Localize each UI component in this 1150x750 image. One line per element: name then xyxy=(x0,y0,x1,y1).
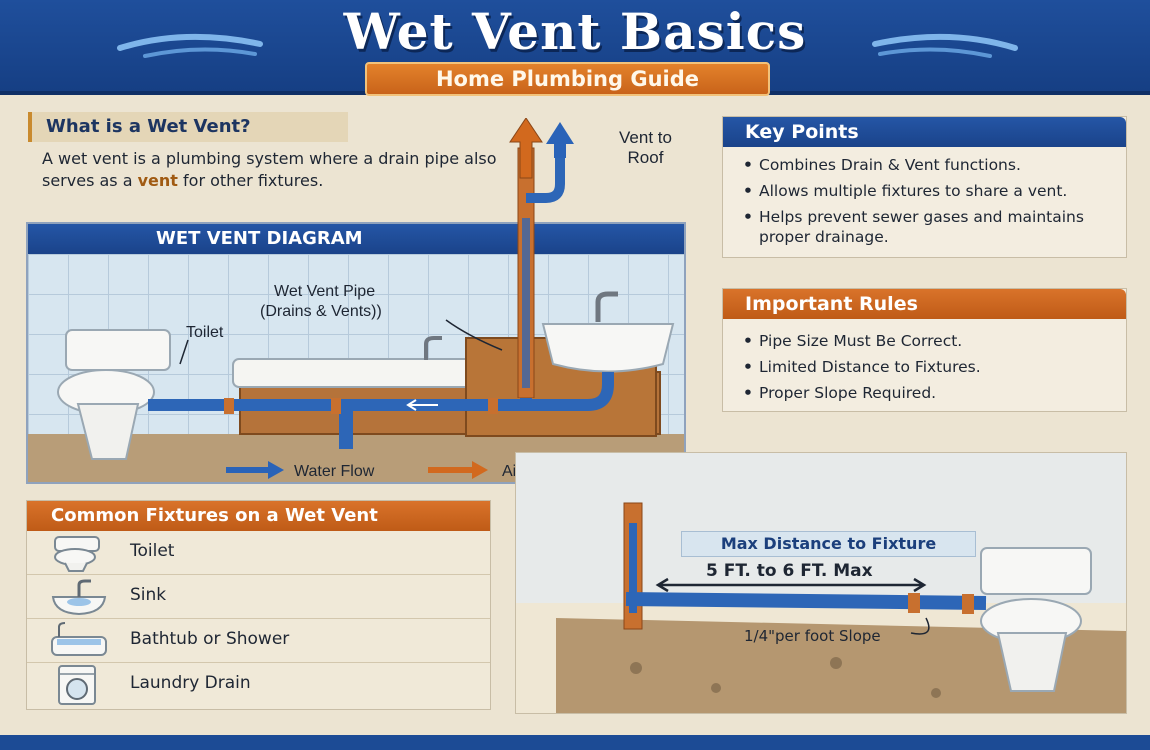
intro-heading: What is a Wet Vent? xyxy=(28,112,348,142)
important-rules-card: Important Rules Pipe Size Must Be Correc… xyxy=(722,288,1127,412)
distance-range: 5 FT. to 6 FT. Max xyxy=(706,561,873,581)
vertical-vent-inner xyxy=(629,523,637,613)
intro-text-after: for other fixtures. xyxy=(177,171,324,190)
fixture-label: Toilet xyxy=(130,541,175,561)
distance-label: Max Distance to Fixture xyxy=(681,531,976,557)
distance-diagram xyxy=(516,453,1126,713)
rule-item: Pipe Size Must Be Correct. xyxy=(739,331,1110,351)
key-points-heading: Key Points xyxy=(723,117,1126,147)
fixture-label: Sink xyxy=(130,585,167,605)
pipe-fitting xyxy=(908,593,920,613)
pipe-fitting xyxy=(224,398,234,414)
air-flow-up-arrow xyxy=(509,118,543,179)
list-item: Laundry Drain xyxy=(27,663,490,707)
sink-icon xyxy=(51,579,107,616)
list-item: Sink xyxy=(27,575,490,619)
vent-to-roof-label: Vent to Roof xyxy=(598,128,693,168)
washing-machine-icon xyxy=(58,665,96,705)
key-point-item: Allows multiple fixtures to share a vent… xyxy=(739,181,1110,201)
toilet-label: Toilet xyxy=(186,324,224,341)
toilet-icon xyxy=(54,536,100,572)
distance-panel: Max Distance to Fixture 5 FT. to 6 FT. M… xyxy=(515,452,1127,714)
slope-label: 1/4"per foot Slope xyxy=(744,627,881,645)
sink-faucet xyxy=(595,291,618,322)
key-point-item: Helps prevent sewer gases and maintains … xyxy=(739,207,1110,247)
pipe-label-leader xyxy=(445,319,503,351)
pipe-fitting xyxy=(331,398,341,414)
pipe-label-line1: Wet Vent Pipe xyxy=(274,283,375,300)
gravel xyxy=(830,657,842,669)
pipe-label-line2: (Drains & Vents)) xyxy=(260,303,382,320)
vent-stack-blue-branch xyxy=(526,148,565,203)
key-points-list: Combines Drain & Vent functions. Allows … xyxy=(723,147,1126,261)
page-subtitle: Home Plumbing Guide xyxy=(365,62,770,96)
legend-air-arrow xyxy=(428,461,488,479)
vent-label-line2: Roof xyxy=(627,148,664,167)
vent-label-line1: Vent to xyxy=(619,128,672,147)
right-swoosh-decoration xyxy=(872,33,1018,58)
list-item: Toilet xyxy=(27,531,490,575)
toilet xyxy=(57,329,171,460)
fixtures-panel: Common Fixtures on a Wet Vent Toilet Sin… xyxy=(26,500,491,710)
vent-to-roof-arrow xyxy=(546,122,574,158)
bathtub-icon xyxy=(51,622,107,656)
rule-item: Limited Distance to Fixtures. xyxy=(739,357,1110,377)
list-item: Bathtub or Shower xyxy=(27,619,490,663)
fixture-label: Bathtub or Shower xyxy=(130,629,290,649)
sink-drain-pipe xyxy=(548,372,614,411)
left-swoosh-decoration xyxy=(117,33,263,58)
fixture-label: Laundry Drain xyxy=(130,673,251,693)
page-title: Wet Vent Basics xyxy=(343,2,807,61)
toilet-illustration xyxy=(980,547,1092,692)
vent-stack xyxy=(509,118,574,398)
distance-arrow xyxy=(655,577,927,593)
wet-vent-diagram-panel: WET VENT DIAGRAM Toilet Wet Ven xyxy=(26,222,686,484)
rule-item: Proper Slope Required. xyxy=(739,383,1110,403)
slope-leader xyxy=(910,617,930,635)
legend-water-label: Water Flow xyxy=(294,463,375,480)
intro-text-highlight: vent xyxy=(137,171,178,190)
wet-vent-diagram: Toilet Wet Vent Pipe (Drains & Vents)) W… xyxy=(28,254,684,482)
toilet-label-leader xyxy=(179,339,189,365)
diagram-heading: WET VENT DIAGRAM xyxy=(28,224,684,254)
bottom-bar xyxy=(0,735,1150,750)
legend-water-arrow xyxy=(226,461,284,479)
gravel xyxy=(711,683,721,693)
tub-faucet xyxy=(424,336,442,360)
bathtub xyxy=(232,358,474,388)
sink-basin xyxy=(541,323,675,373)
wet-vent-inner-flow xyxy=(522,218,530,388)
intro-text: A wet vent is a plumbing system where a … xyxy=(42,148,502,192)
horizontal-drain-pipe xyxy=(625,592,987,610)
water-flow-arrow xyxy=(406,399,438,411)
key-points-card: Key Points Combines Drain & Vent functio… xyxy=(722,116,1127,258)
key-point-item: Combines Drain & Vent functions. xyxy=(739,155,1110,175)
intro-text-before: A wet vent is a plumbing system where a … xyxy=(42,149,497,190)
pipe-fitting xyxy=(488,398,498,414)
fixtures-heading: Common Fixtures on a Wet Vent xyxy=(27,501,490,531)
pipe-fitting xyxy=(962,594,974,614)
important-rules-heading: Important Rules xyxy=(723,289,1126,319)
gravel xyxy=(630,662,642,674)
rules-list: Pipe Size Must Be Correct. Limited Dista… xyxy=(723,319,1126,417)
gravel xyxy=(931,688,941,698)
